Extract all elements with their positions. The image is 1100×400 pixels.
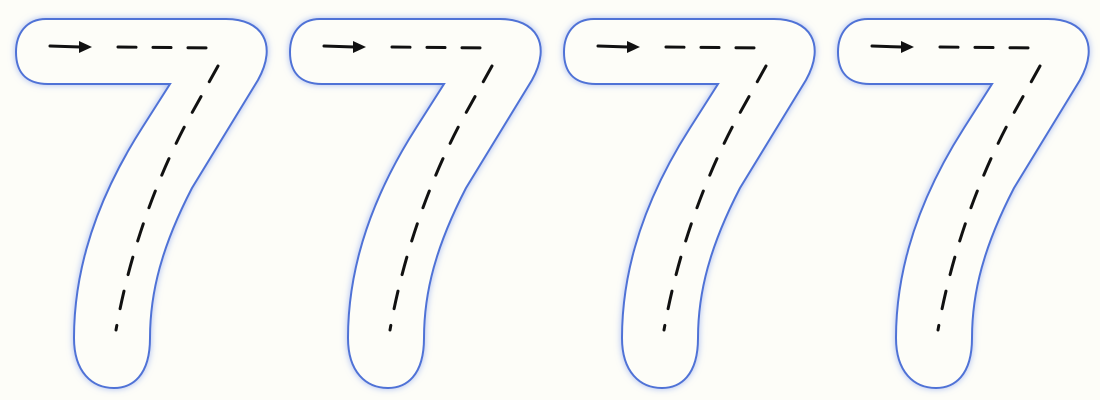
digit-seven-3	[564, 19, 815, 388]
digit-seven-4	[838, 19, 1089, 388]
digit-seven-2	[290, 19, 541, 388]
digit-seven-1	[16, 19, 267, 388]
